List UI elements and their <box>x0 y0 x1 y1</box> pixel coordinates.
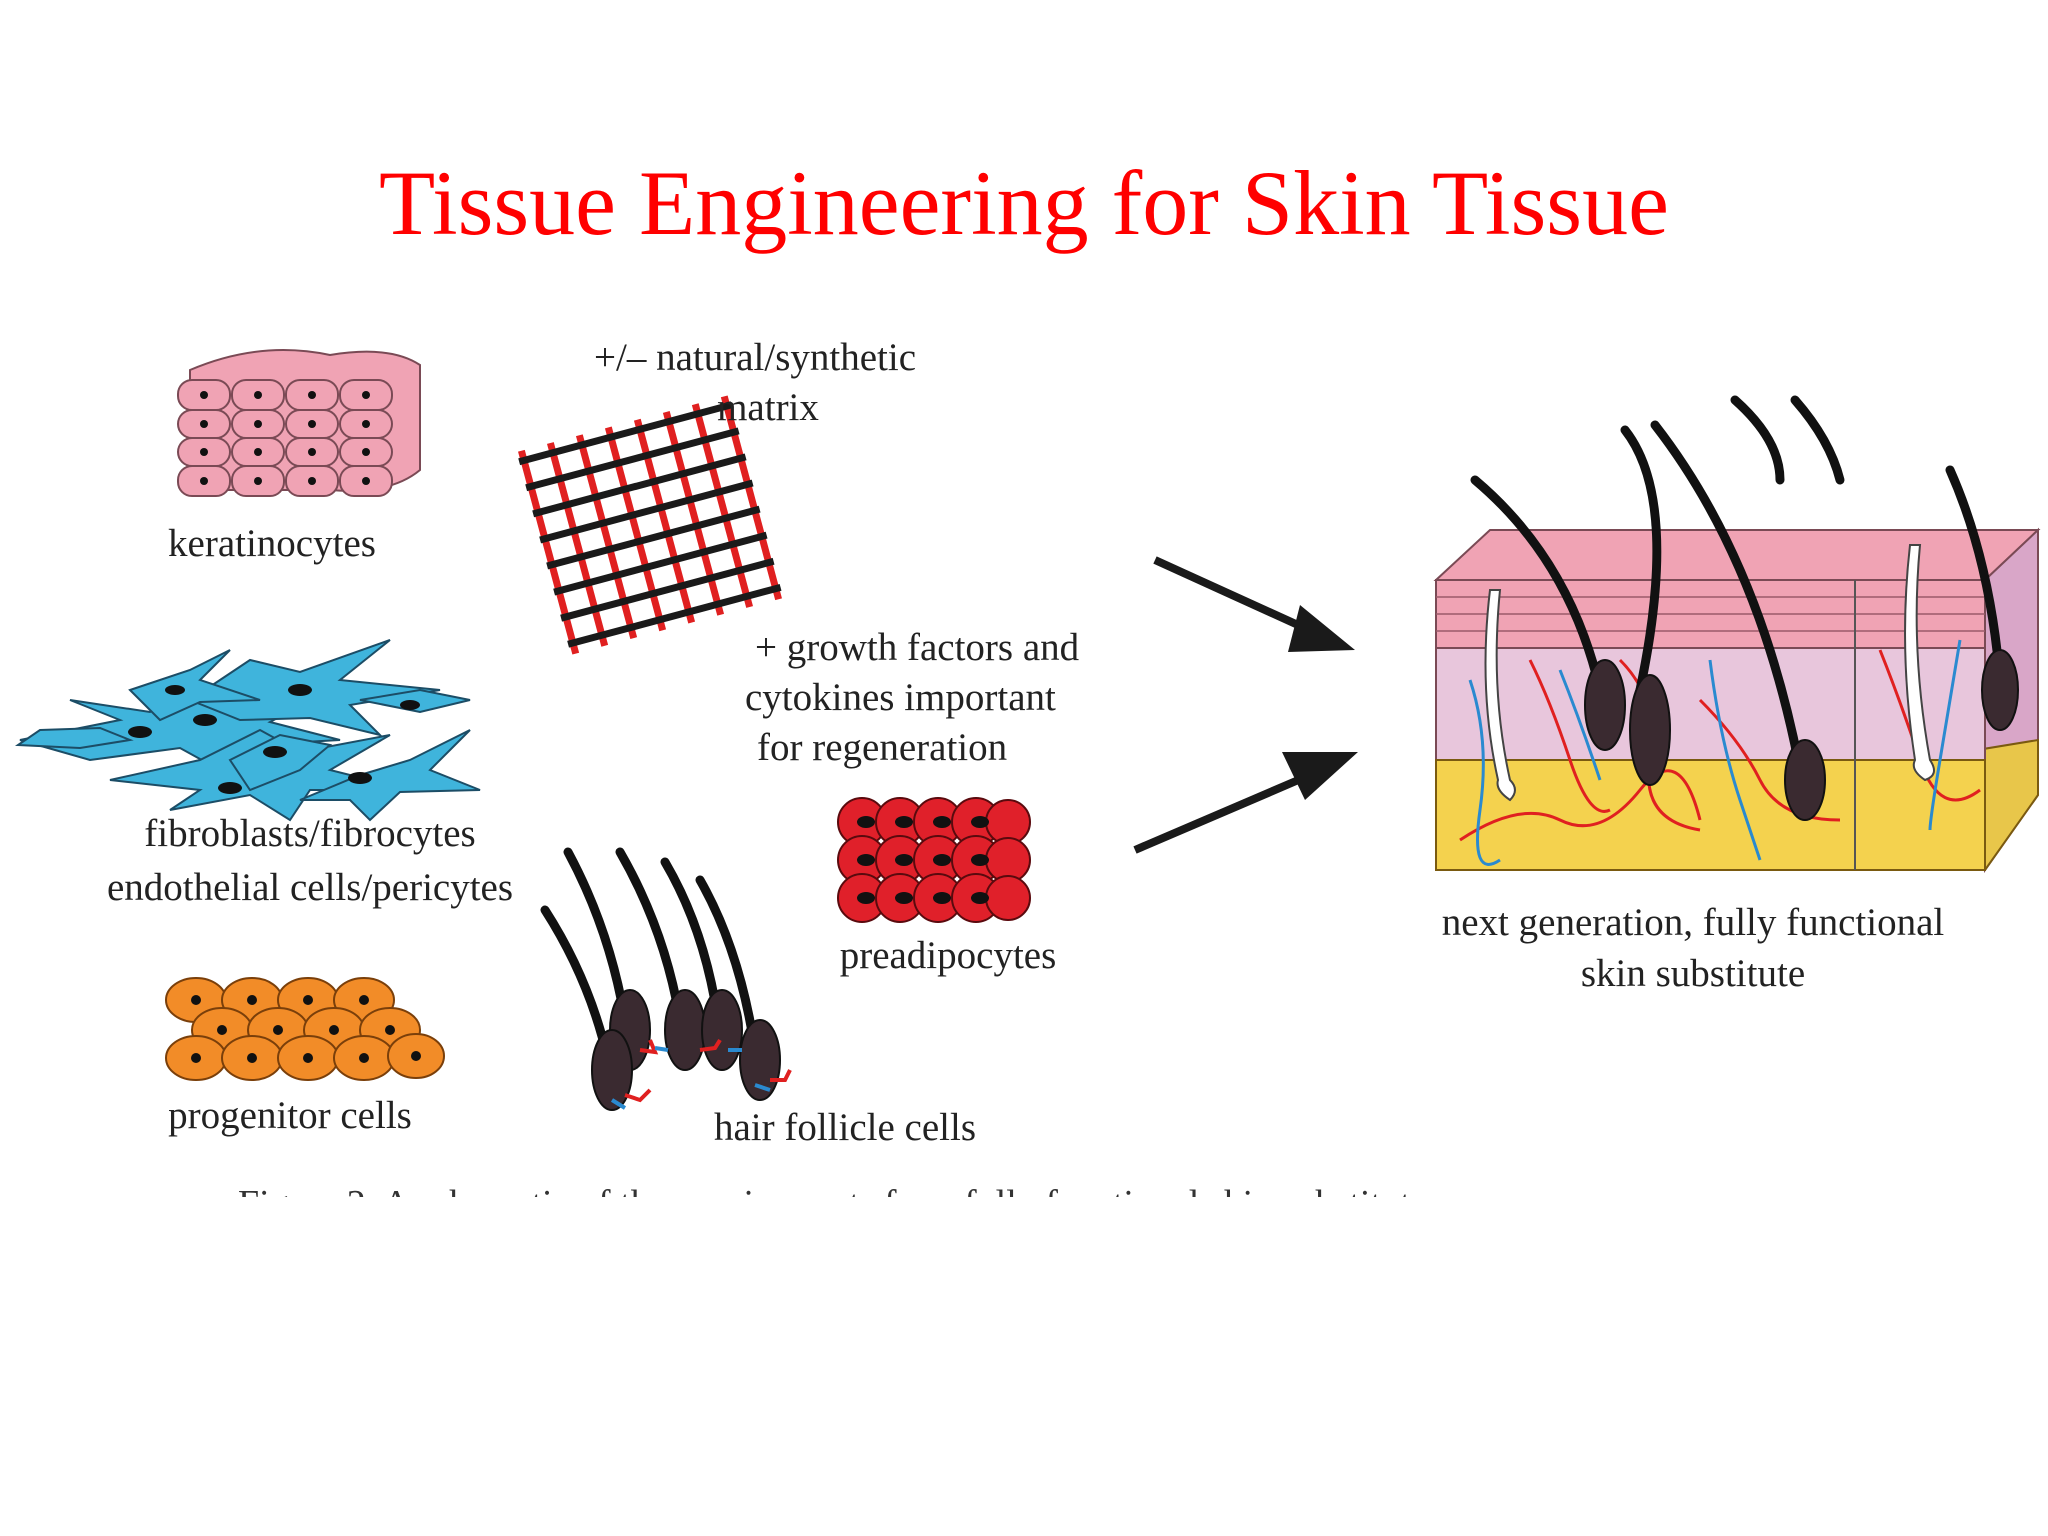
label-preadipocytes: preadipocytes <box>840 934 1057 977</box>
label-matrix-line1: +/– natural/synthetic <box>594 336 916 379</box>
slide-title: Tissue Engineering for Skin Tissue <box>379 152 1669 254</box>
label-result-line2: skin substitute <box>1581 952 1805 995</box>
preadipocytes-illustration <box>837 797 1031 923</box>
matrix-illustration <box>518 395 782 655</box>
label-growth-line3: for regeneration <box>757 726 1007 769</box>
label-growth-line2: cytokines important <box>745 676 1056 719</box>
progenitor-illustration <box>165 977 445 1081</box>
skin-substitute-illustration <box>1433 395 2041 874</box>
label-progenitor: progenitor cells <box>168 1094 412 1137</box>
arrow-lower <box>1133 752 1358 854</box>
keratinocytes-illustration <box>177 349 421 497</box>
label-hair: hair follicle cells <box>714 1106 976 1149</box>
label-growth-line1: + growth factors and <box>755 626 1080 669</box>
label-matrix-line2: matrix <box>717 386 819 429</box>
label-keratinocytes: keratinocytes <box>168 522 376 565</box>
label-fibro-line1: fibroblasts/fibrocytes <box>144 812 475 855</box>
fibroblasts-illustration <box>14 639 481 822</box>
label-result-line1: next generation, fully functional <box>1442 901 1945 944</box>
hair-follicle-illustration <box>540 847 792 1111</box>
arrow-upper <box>1153 556 1355 652</box>
label-fibro-line2: endothelial cells/pericytes <box>107 866 513 909</box>
figure-caption-fragment: Figure 2. A schematic of the requirement… <box>238 1183 1437 1225</box>
